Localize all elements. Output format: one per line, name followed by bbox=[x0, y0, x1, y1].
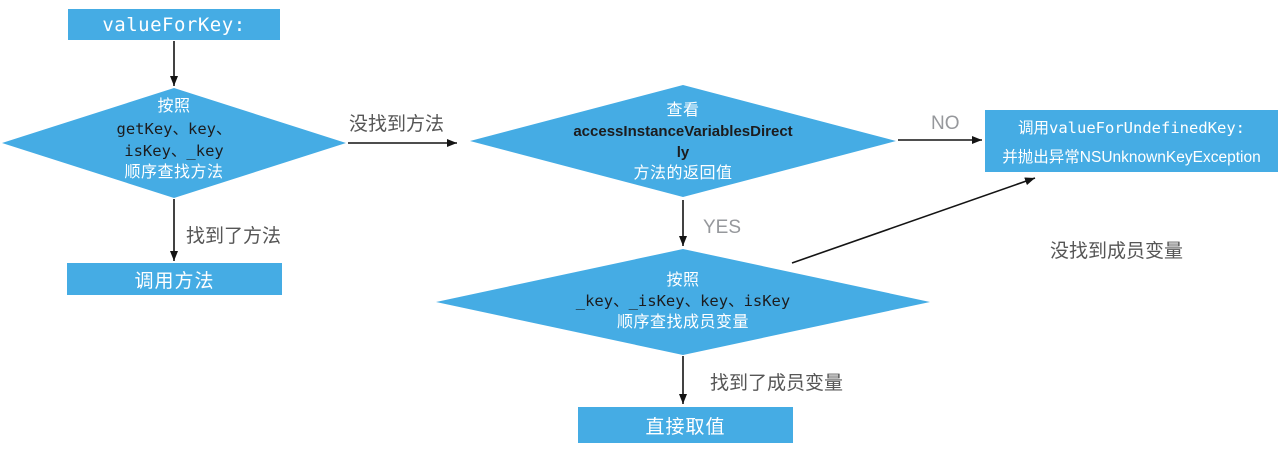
direct-value-label: 直接取值 bbox=[645, 416, 726, 438]
no-method-label: 没找到方法 bbox=[349, 114, 445, 135]
ivar-search-diamond bbox=[436, 249, 930, 355]
start-node: valueForKey: bbox=[68, 9, 280, 40]
undefined-key-line2: 并抛出异常NSUnknownKeyException bbox=[1002, 148, 1261, 166]
method-found-label: 找到了方法 bbox=[186, 226, 282, 247]
undefined-key-node: 调用valueForUndefinedKey: 并抛出异常NSUnknownKe… bbox=[985, 110, 1278, 172]
accessor-check-diamond bbox=[470, 85, 896, 197]
call-method-label: 调用方法 bbox=[134, 270, 215, 292]
yes-label: YES bbox=[703, 217, 742, 238]
ivar-not-found-label: 没找到成员变量 bbox=[1050, 241, 1184, 262]
method-search-diamond bbox=[2, 88, 346, 198]
direct-value-node: 直接取值 bbox=[578, 407, 793, 443]
call-method-node: 调用方法 bbox=[67, 263, 282, 295]
start-node-label: valueForKey: bbox=[102, 13, 246, 36]
ivar-found-label: 找到了成员变量 bbox=[710, 373, 844, 394]
no-label: NO bbox=[931, 113, 960, 134]
undefined-key-line1: 调用valueForUndefinedKey: bbox=[1018, 118, 1245, 137]
ivar-not-found-arrow bbox=[791, 177, 1036, 264]
